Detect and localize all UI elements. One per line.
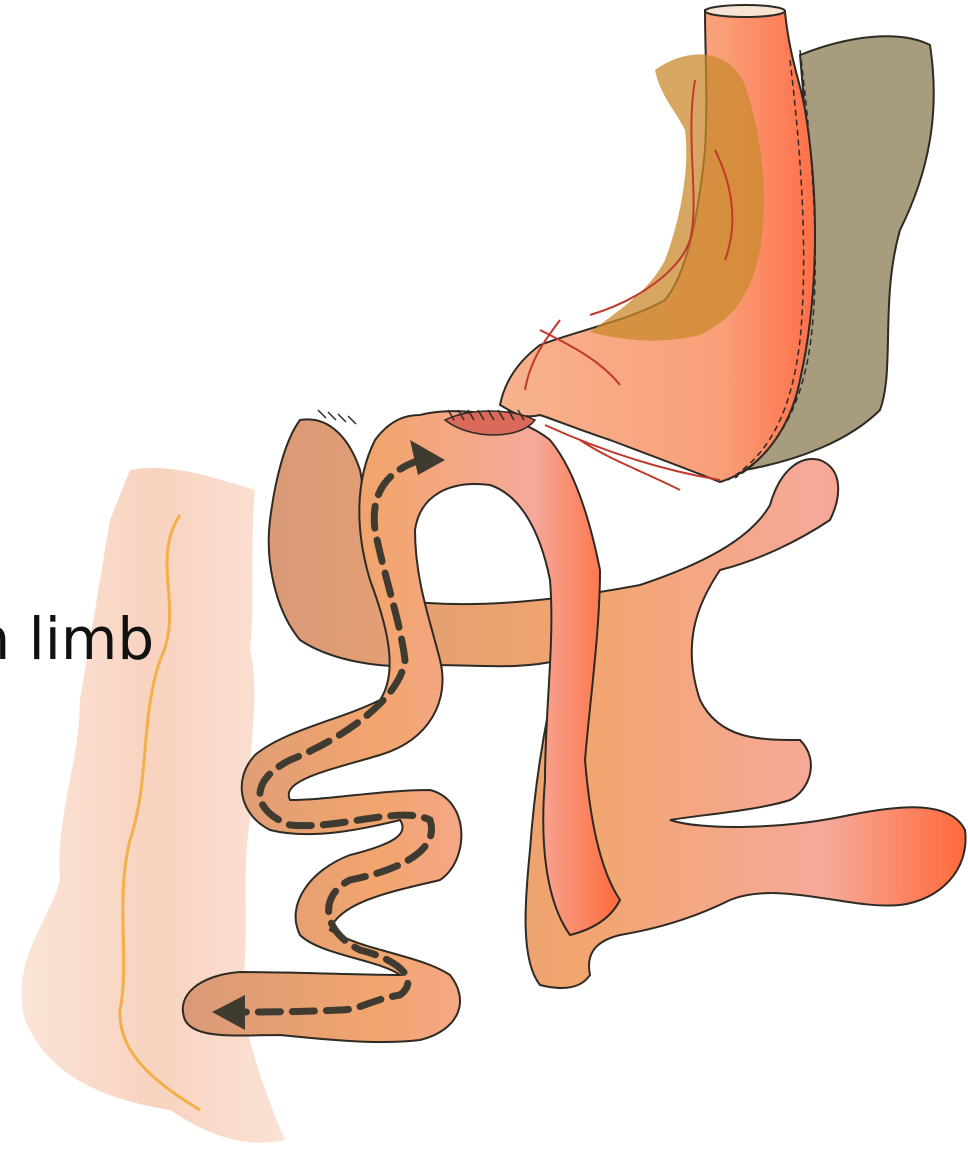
esophagus-top [705, 5, 785, 17]
omentum [590, 54, 764, 340]
limb-label: on limb [0, 610, 154, 668]
